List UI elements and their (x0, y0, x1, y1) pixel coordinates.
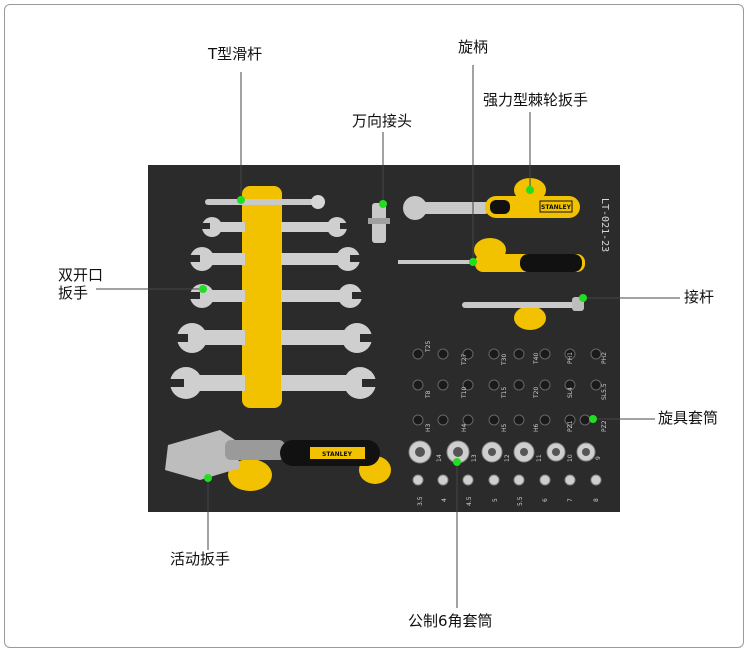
label-screwdriver-bits: 旋具套筒 (658, 409, 719, 427)
socket-label: 7 (567, 498, 574, 502)
bit-label: H6 (533, 423, 540, 432)
label-hex-sockets: 公制6角套筒 (408, 612, 493, 630)
bit-label: T40 (533, 353, 540, 365)
leader-lines (96, 65, 680, 608)
bit-label: T15 (501, 387, 508, 399)
socket-label: 8 (593, 498, 600, 502)
label-adjustable-wrench: 活动扳手 (170, 550, 231, 568)
socket-label: 11 (536, 454, 543, 462)
bit-label: T27 (461, 354, 468, 366)
socket-label: 4 (441, 498, 448, 502)
bit-label: H4 (461, 423, 468, 432)
bit-label: PH1 (567, 352, 574, 364)
spinner-handle-tool (398, 254, 585, 272)
marker-dots (199, 186, 597, 482)
socket-large-labels: 14 13 12 11 10 9 (436, 454, 602, 462)
bit-label: PH2 (601, 352, 608, 364)
label-universal-joint: 万向接头 (352, 112, 413, 130)
bit-label: H5 (501, 423, 508, 432)
bit-label: T30 (501, 354, 508, 366)
label-t-handle: T型滑杆 (208, 45, 263, 63)
bit-row-3-labels: H3 H4 H5 H6 PZ1 PZ2 (425, 420, 608, 432)
socket-label: 4.5 (466, 496, 473, 506)
socket-label: 13 (471, 454, 478, 462)
bit-label: T20 (533, 387, 540, 399)
socket-small-labels: 3.5 4 4.5 5 5.5 6 7 8 (417, 496, 600, 506)
bit-label: T25 (425, 341, 432, 353)
socket-label: 14 (436, 454, 443, 462)
socket-label: 10 (567, 454, 574, 462)
extension-cutout (514, 306, 546, 330)
label-handle: 旋柄 (458, 38, 489, 56)
label-ratchet: 强力型棘轮扳手 (483, 91, 589, 109)
bit-row-1-labels: T25 T27 T30 T40 PH1 PH2 (425, 341, 608, 366)
ratchet-brand: STANLEY (541, 204, 572, 211)
socket-label: 9 (595, 456, 602, 460)
bit-label: SL4 (567, 387, 574, 398)
socket-label: 3.5 (417, 496, 424, 506)
adjustable-brand: STANLEY (322, 451, 353, 458)
label-open-end-wrench: 双开口 扳手 (58, 266, 104, 302)
adjustable-wrench-tool: STANLEY (165, 430, 380, 480)
socket-label: 5.5 (517, 496, 524, 506)
socket-label: 12 (504, 454, 511, 462)
bit-sockets (412, 348, 602, 426)
bit-label: PZ1 (567, 420, 574, 432)
hex-sockets-small (412, 474, 602, 486)
bit-label: H3 (425, 423, 432, 432)
socket-label: 5 (492, 498, 499, 502)
universal-joint-tool (368, 203, 390, 243)
bit-label: SL5.5 (601, 383, 608, 400)
bit-label: PZ2 (601, 420, 608, 432)
bit-row-2-labels: T8 T10 T15 T20 SL4 SL5.5 (425, 383, 608, 400)
ratchet-tool: STANLEY (403, 196, 580, 220)
hex-sockets-large (408, 440, 596, 464)
label-extension: 接杆 (684, 288, 715, 306)
socket-label: 6 (542, 498, 549, 502)
bit-label: T10 (461, 387, 468, 399)
bit-label: T8 (425, 390, 432, 399)
t-handle-tool (205, 195, 325, 209)
